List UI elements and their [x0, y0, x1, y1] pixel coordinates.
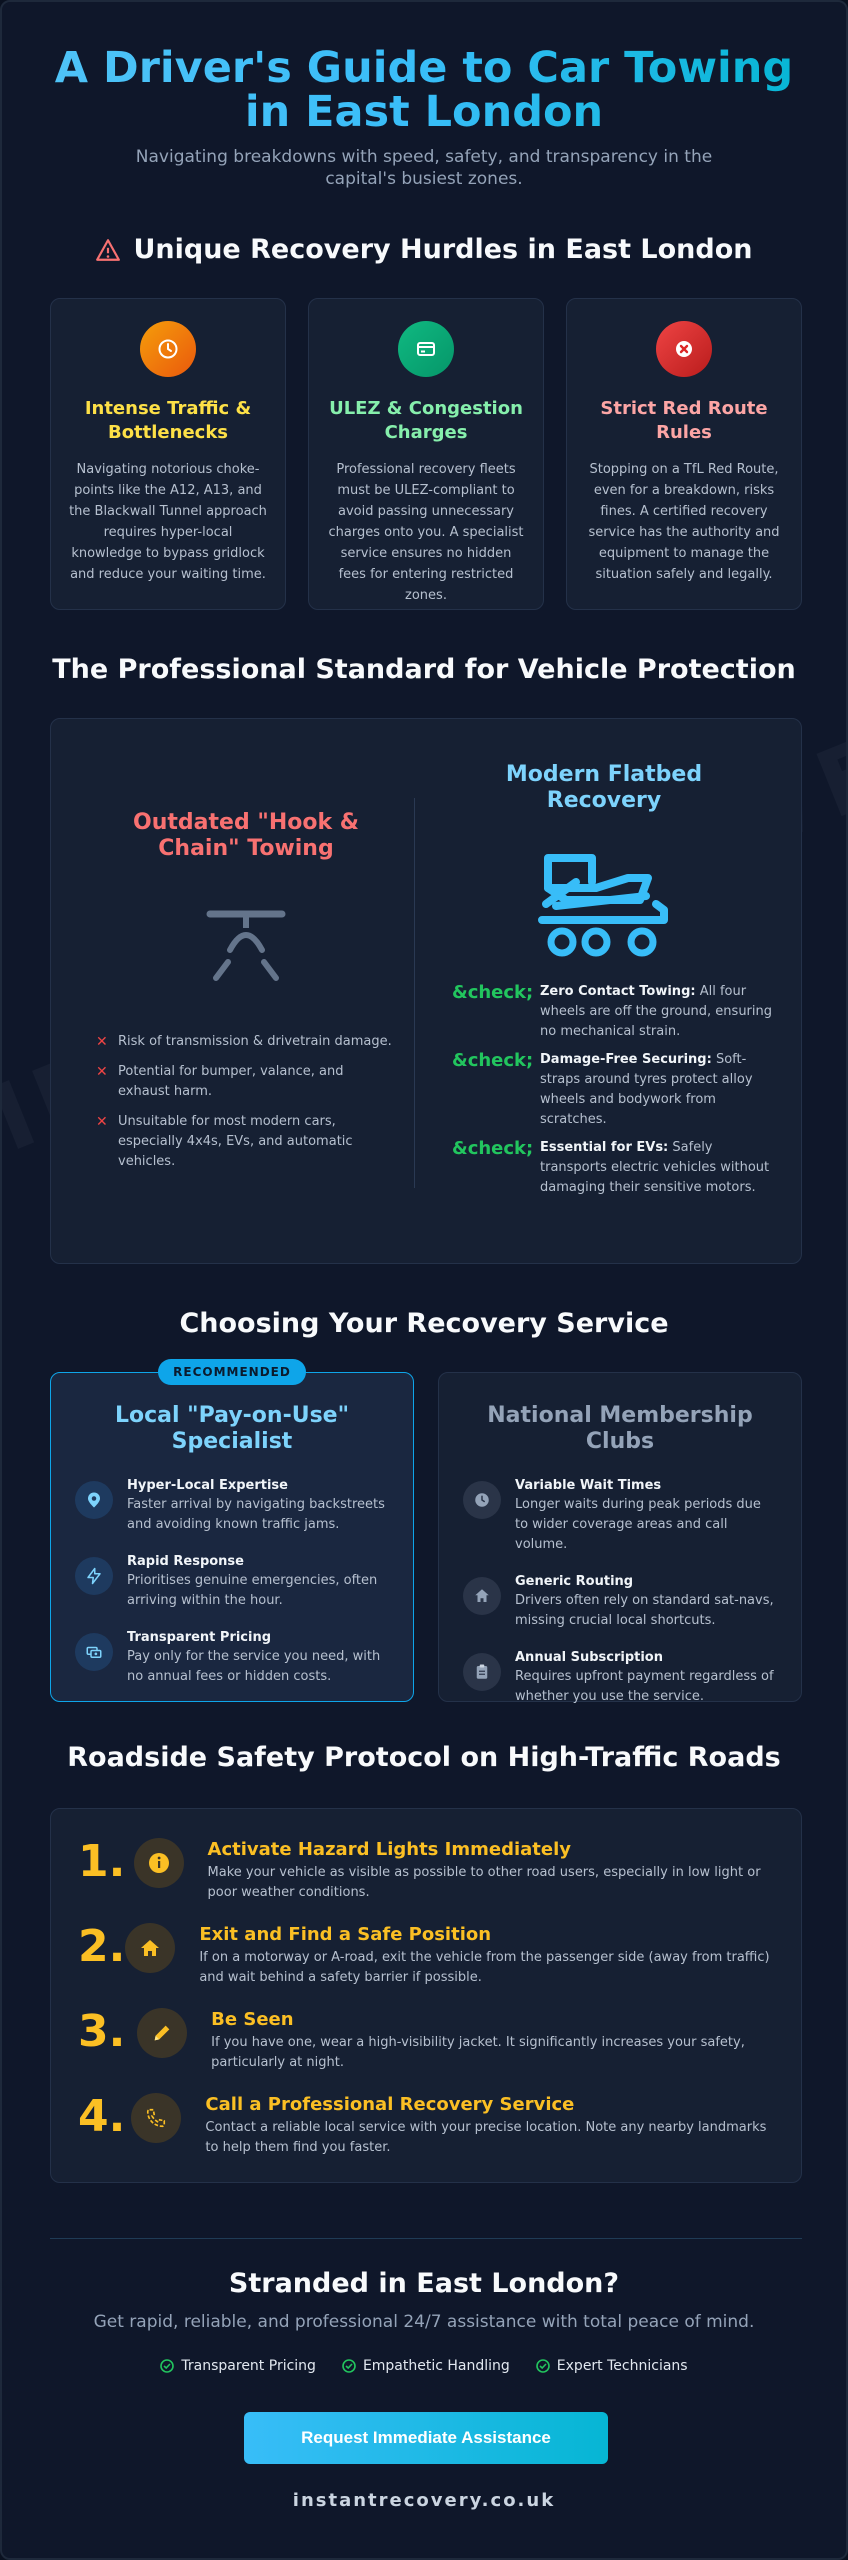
cross-icon: ✕ — [96, 1034, 108, 1050]
hurdle-text: Professional recovery fleets must be ULE… — [328, 462, 524, 603]
step-text: Make your vehicle as visible as possible… — [207, 1865, 761, 1900]
list-item: ✕Risk of transmission & drivetrain damag… — [96, 1034, 392, 1050]
check-circle-icon — [160, 2359, 175, 2373]
info-icon — [133, 1838, 184, 1888]
request-assistance-button[interactable]: Request Immediate Assistance — [244, 2412, 608, 2464]
no-stop-icon — [656, 321, 712, 377]
professional-heading: The Professional Standard for Vehicle Pr… — [52, 654, 796, 685]
hurdle-title: ULEZ & Congestion Charges — [329, 398, 523, 443]
warning-icon — [96, 238, 121, 261]
local-specialist-card: Local "Pay-on-Use" Specialist Hyper-Loca… — [50, 1372, 414, 1702]
list-item: ✕Unsuitable for most modern cars, especi… — [96, 1112, 396, 1172]
safety-step: 3. Be Seen If you have one, wear a high-v… — [78, 2008, 778, 2073]
comparison-divider — [414, 798, 415, 1188]
hook-chain-title: Outdated "Hook & Chain" Towing — [133, 810, 359, 861]
list-item: ✕Potential for bumper, valance, and exha… — [96, 1062, 396, 1102]
hurdle-text: Navigating notorious choke-points like t… — [69, 462, 267, 582]
step-text: If you have one, wear a high-visibility … — [211, 2035, 745, 2070]
step-number: 3. — [78, 2006, 126, 2057]
recommended-badge: RECOMMENDED — [158, 1359, 306, 1385]
step-title: Activate Hazard Lights Immediately — [207, 1839, 571, 1860]
hurdle-card-red-route: Strict Red Route Rules Stopping on a TfL… — [566, 298, 802, 610]
national-card-title: National Membership Clubs — [487, 1403, 753, 1454]
cta-title: Stranded in East London? — [228, 2268, 620, 2299]
step-number: 2. — [78, 1921, 126, 1972]
step-text: If on a motorway or A-road, exit the veh… — [199, 1950, 770, 1985]
flatbed-benefit: &check; Essential for EVs: Safely transp… — [452, 1138, 782, 1198]
hurdle-text: Stopping on a TfL Red Route, even for a … — [588, 462, 780, 582]
cross-icon: ✕ — [96, 1064, 108, 1080]
assurance-item: Expert Technicians — [535, 2358, 688, 2374]
check-icon: &check; — [452, 1138, 534, 1159]
check-circle-icon — [535, 2359, 550, 2373]
hurdles-heading: Unique Recovery Hurdles in East London — [133, 234, 753, 265]
clipboard-icon — [463, 1653, 501, 1691]
hurdle-card-traffic: Intense Traffic & Bottlenecks Navigating… — [50, 298, 286, 610]
money-icon — [75, 1633, 113, 1671]
comparison-panel — [50, 718, 802, 1264]
phone-icon — [131, 2093, 182, 2143]
clock-icon — [463, 1481, 501, 1519]
safety-heading: Roadside Safety Protocol on High-Traffic… — [67, 1742, 781, 1773]
cross-icon: ✕ — [96, 1114, 108, 1130]
step-text: Contact a reliable local service with yo… — [205, 2120, 767, 2155]
flatbed-benefit: &check; Zero Contact Towing: All four wh… — [452, 982, 782, 1042]
choose-heading: Choosing Your Recovery Service — [179, 1308, 669, 1339]
check-circle-icon — [342, 2359, 356, 2373]
card-icon — [398, 321, 454, 377]
step-title: Be Seen — [211, 2009, 294, 2030]
page-subtitle: Navigating breakdowns with speed, safety… — [135, 147, 713, 189]
pencil-icon — [137, 2008, 188, 2058]
flatbed-truck-icon — [538, 854, 668, 957]
page-title: A Driver's Guide to Car Towing in East L… — [42, 46, 806, 134]
check-icon: &check; — [452, 982, 534, 1003]
step-number: 1. — [78, 1836, 126, 1887]
hook-chain-risks: ✕Risk of transmission & drivetrain damag… — [96, 1032, 396, 1182]
safety-step: 2. Exit and Find a Safe Position If on a … — [78, 1923, 778, 1988]
step-number: 4. — [78, 2091, 126, 2142]
location-pin-icon — [75, 1481, 113, 1519]
hurdle-title: Strict Red Route Rules — [600, 398, 768, 443]
hurdle-title: Intense Traffic & Bottlenecks — [84, 398, 252, 443]
local-card-title: Local "Pay-on-Use" Specialist — [114, 1403, 350, 1454]
assurance-item: Empathetic Handling — [342, 2358, 510, 2374]
lightning-icon — [75, 1557, 113, 1595]
hurdle-card-ulez: ULEZ & Congestion Charges Professional r… — [308, 298, 544, 610]
website-link[interactable]: instantrecovery.co.uk — [292, 2490, 556, 2511]
flatbed-benefit: &check; Damage-Free Securing: Soft-strap… — [452, 1050, 782, 1130]
step-title: Exit and Find a Safe Position — [199, 1924, 492, 1945]
national-clubs-card: National Membership Clubs Variable Wait … — [438, 1372, 802, 1704]
clock-icon — [140, 321, 196, 377]
home-icon — [125, 1923, 176, 1973]
flatbed-title: Modern Flatbed Recovery — [505, 762, 703, 813]
assurance-list: Transparent Pricing Empathetic Handling … — [2, 2358, 846, 2374]
assurance-item: Transparent Pricing — [160, 2358, 316, 2374]
hook-chain-icon — [206, 910, 286, 981]
section-divider — [50, 2238, 802, 2239]
check-icon: &check; — [452, 1050, 534, 1071]
step-title: Call a Professional Recovery Service — [205, 2094, 575, 2115]
home-icon — [463, 1577, 501, 1615]
hurdles-heading-row: Unique Recovery Hurdles in East London — [42, 234, 806, 269]
cta-subtitle: Get rapid, reliable, and professional 24… — [93, 2312, 755, 2332]
